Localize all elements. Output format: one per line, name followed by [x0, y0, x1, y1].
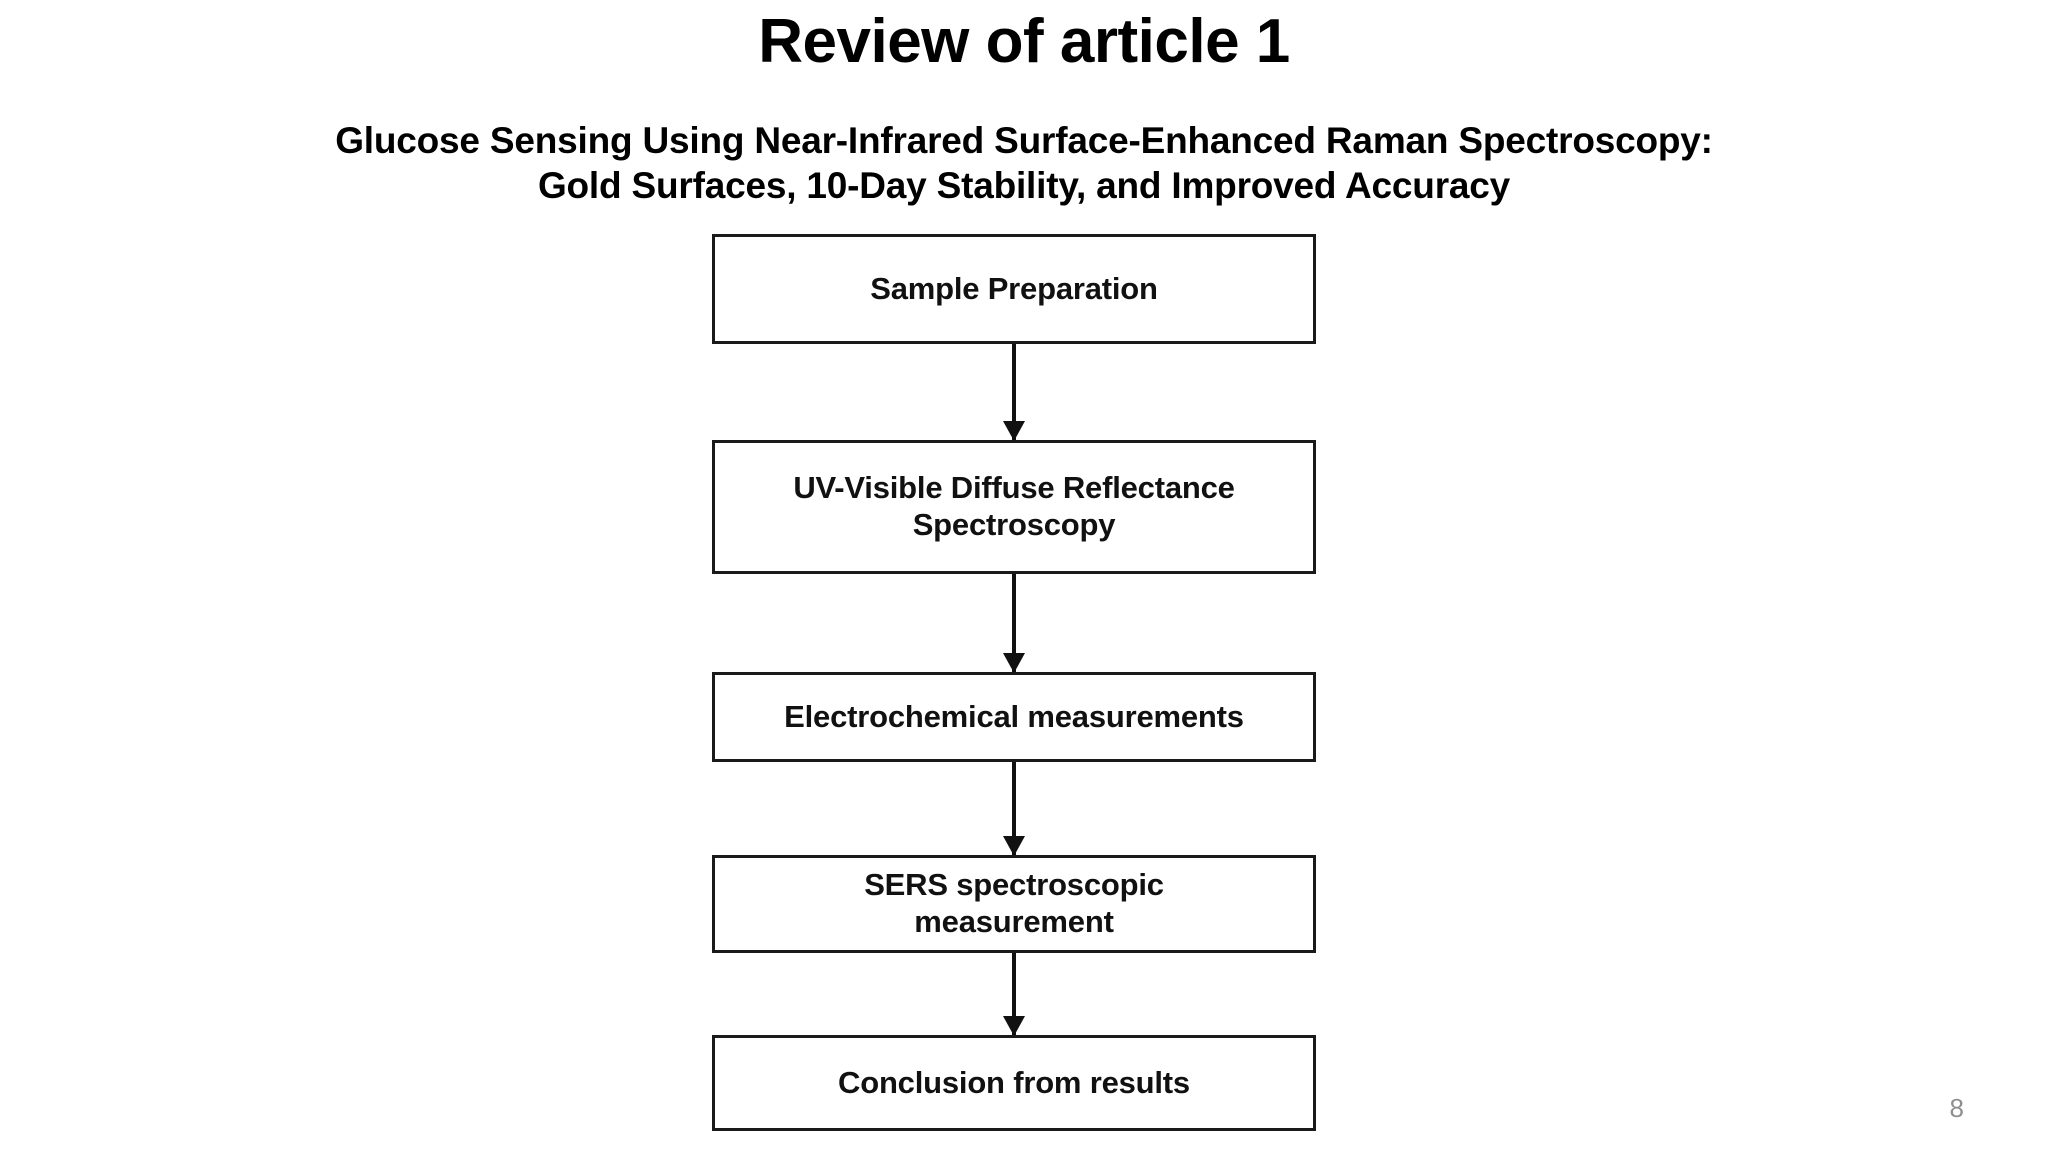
workflow-flowchart: Sample Preparation UV-Visible Diffuse Re… [712, 234, 1316, 1134]
arrow-head [1003, 836, 1025, 856]
page-title: Review of article 1 [758, 7, 1290, 76]
flow-node-sers-spectroscopic-measurement: SERS spectroscopic measurement [712, 855, 1316, 953]
arrow-head [1003, 421, 1025, 441]
article-subtitle: Glucose Sensing Using Near-Infrared Surf… [0, 118, 2048, 208]
flow-node-uv-visible-diffuse-reflectance-spectroscopy: UV-Visible Diffuse Reflectance Spectrosc… [712, 440, 1316, 574]
page-number: 8 [1949, 1093, 1964, 1123]
flow-node-label: Sample Preparation [870, 270, 1158, 306]
arrow-head [1003, 1016, 1025, 1036]
flow-node-conclusion-from-results: Conclusion from results [712, 1035, 1316, 1131]
flow-node-label: UV-Visible Diffuse Reflectance Spectrosc… [793, 470, 1235, 542]
arrow-shaft [1012, 762, 1016, 855]
flow-node-label: Conclusion from results [838, 1064, 1190, 1100]
arrow-head [1003, 653, 1025, 673]
article-subtitle-line-1: Glucose Sensing Using Near-Infrared Surf… [335, 120, 1713, 161]
flow-node-electrochemical-measurements: Electrochemical measurements [712, 672, 1316, 762]
arrow-shaft [1012, 953, 1016, 1035]
article-subtitle-line-2: Gold Surfaces, 10-Day Stability, and Imp… [537, 165, 1511, 207]
arrow-shaft [1012, 344, 1016, 440]
flow-node-label: SERS spectroscopic measurement [864, 867, 1164, 939]
flow-node-sample-preparation: Sample Preparation [712, 234, 1316, 344]
arrow-shaft [1012, 574, 1016, 672]
flow-node-label: Electrochemical measurements [784, 698, 1244, 734]
